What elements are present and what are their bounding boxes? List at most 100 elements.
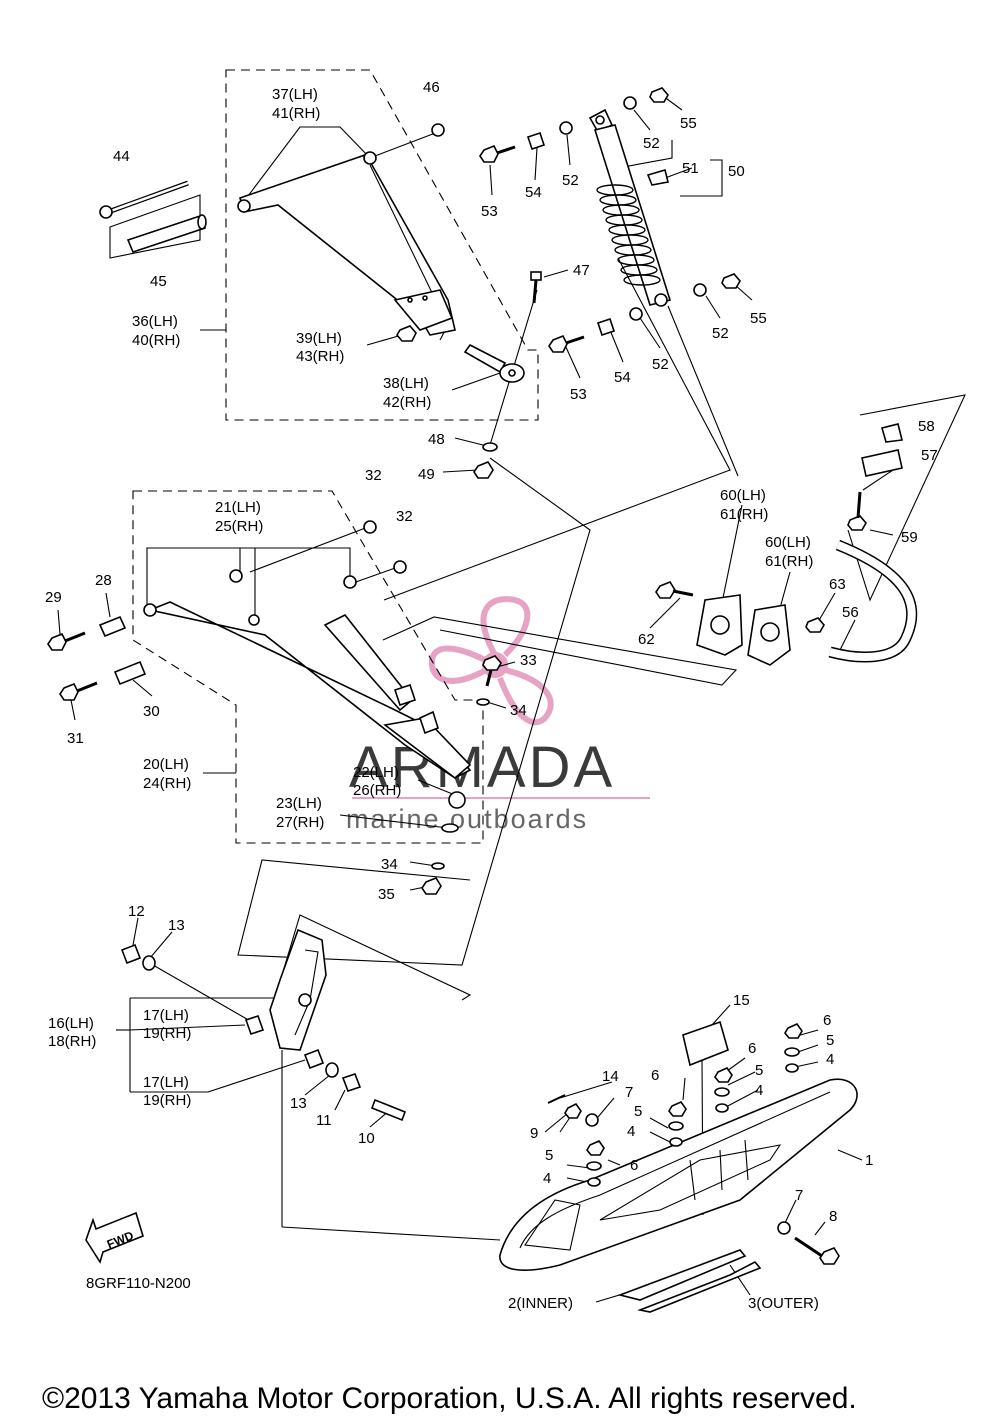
callout-34a: 34 [510,702,527,719]
callout-52a: 52 [643,135,660,152]
callout-4a: 4 [826,1051,834,1068]
callout-39-lh: 39(LH) [296,330,342,347]
ski-hardware [586,1023,803,1187]
callout-13b: 13 [290,1095,307,1112]
washer-13b [325,1062,339,1078]
callout-32a: 32 [365,467,382,484]
callout-16-rh: 18(RH) [48,1033,96,1050]
callout-23-lh: 23(LH) [276,795,322,812]
callout-20-rh: 24(RH) [143,775,191,792]
callout-58: 58 [918,418,935,435]
callout-4c: 4 [627,1123,635,1140]
spindle-16 [269,928,327,1051]
bushing-12 [120,943,142,965]
callout-9: 9 [530,1125,538,1142]
callout-6b: 6 [748,1040,756,1057]
callout-6a: 6 [823,1012,831,1029]
callout-labels: 1 2(INNER) 3(OUTER) 4 4 4 4 5 5 5 5 6 6 … [45,79,938,1312]
callout-60b-rh: 61(RH) [765,553,813,570]
callout-37-lh: 37(LH) [272,86,318,103]
callout-23-rh: 27(RH) [276,814,324,831]
bolt-47 [530,271,542,304]
callout-7a: 7 [625,1084,633,1101]
callout-17a-lh: 17(LH) [143,1007,189,1024]
callout-15: 15 [733,992,750,1009]
callout-21-rh: 25(RH) [215,518,263,535]
lower-arm-hardware [47,615,147,701]
callout-4b: 4 [755,1082,763,1099]
callout-1: 1 [865,1152,873,1169]
callout-60a-rh: 61(RH) [720,506,768,523]
clamp-61 [747,604,791,666]
copyright-notice: ©2013 Yamaha Motor Corporation, U.S.A. A… [42,1382,857,1415]
bolt-62 [655,581,694,599]
bushing-32b [393,560,407,574]
washer-7a [585,1113,599,1127]
callout-4d: 4 [543,1170,551,1187]
callout-48: 48 [428,431,445,448]
pin-14 [547,1094,566,1104]
callout-29: 29 [45,589,62,606]
callout-5a: 5 [826,1032,834,1049]
callout-35: 35 [378,886,395,903]
callout-17b-lh: 17(LH) [143,1074,189,1091]
clamp-60 [696,594,743,656]
watermark-brand: ARMADA [349,735,615,800]
callout-3: 3(OUTER) [748,1295,819,1312]
nut-49 [473,461,494,479]
callout-54a: 54 [525,184,542,201]
callout-17b-rh: 19(RH) [143,1092,191,1109]
callout-47: 47 [573,262,590,279]
shock-hardware-bottom [548,273,741,353]
callout-45: 45 [150,273,167,290]
callout-10: 10 [358,1130,375,1147]
callout-59: 59 [901,529,918,546]
nut-9 [564,1102,582,1119]
callout-30: 30 [143,703,160,720]
lower-a-arm [143,569,472,780]
bushing-17b [303,1048,325,1070]
callout-11: 11 [316,1112,332,1129]
clip-51 [646,168,669,186]
washer-7b [777,1221,791,1235]
callout-7b: 7 [795,1187,803,1204]
callout-5c: 5 [634,1103,642,1120]
callout-53b: 53 [570,386,587,403]
callout-34b: 34 [381,856,398,873]
callout-38-rh: 42(RH) [383,394,431,411]
pin-10 [370,1098,407,1122]
washer-13a [142,955,156,971]
diagram-code: 8GRF110-N200 [86,1275,191,1292]
ski-1 [499,1078,858,1271]
tie-rod-56 [828,539,918,663]
leader-lines [57,95,966,1303]
fwd-arrow-icon: FWD [85,1211,144,1264]
callout-39-rh: 43(RH) [296,348,344,365]
callout-38-lh: 38(LH) [383,375,429,392]
callout-62: 62 [638,631,655,648]
callout-57: 57 [921,447,938,464]
callout-20-lh: 20(LH) [143,756,189,773]
callout-46: 46 [423,79,440,96]
collar-11 [341,1072,362,1093]
sleeve-45 [126,214,207,253]
callout-5d: 5 [545,1147,553,1164]
callout-51: 51 [682,160,699,177]
bolt-8 [794,1236,840,1265]
shock-hardware-top [479,87,669,163]
rod-end-38 [463,343,525,383]
callout-8: 8 [829,1208,837,1225]
watermark: ARMADA marine outboards [346,596,650,834]
skag-3-outer [637,1260,762,1313]
callout-31: 31 [67,730,84,747]
callout-5b: 5 [755,1062,763,1079]
callout-6d: 6 [630,1157,638,1174]
callout-53a: 53 [481,203,498,220]
callout-22-lh: 22(LH) [353,764,399,781]
ball-joint-hardware [421,655,502,895]
callout-33: 33 [520,652,537,669]
callout-44: 44 [113,148,130,165]
callout-14: 14 [602,1068,619,1085]
callout-55a: 55 [680,115,697,132]
